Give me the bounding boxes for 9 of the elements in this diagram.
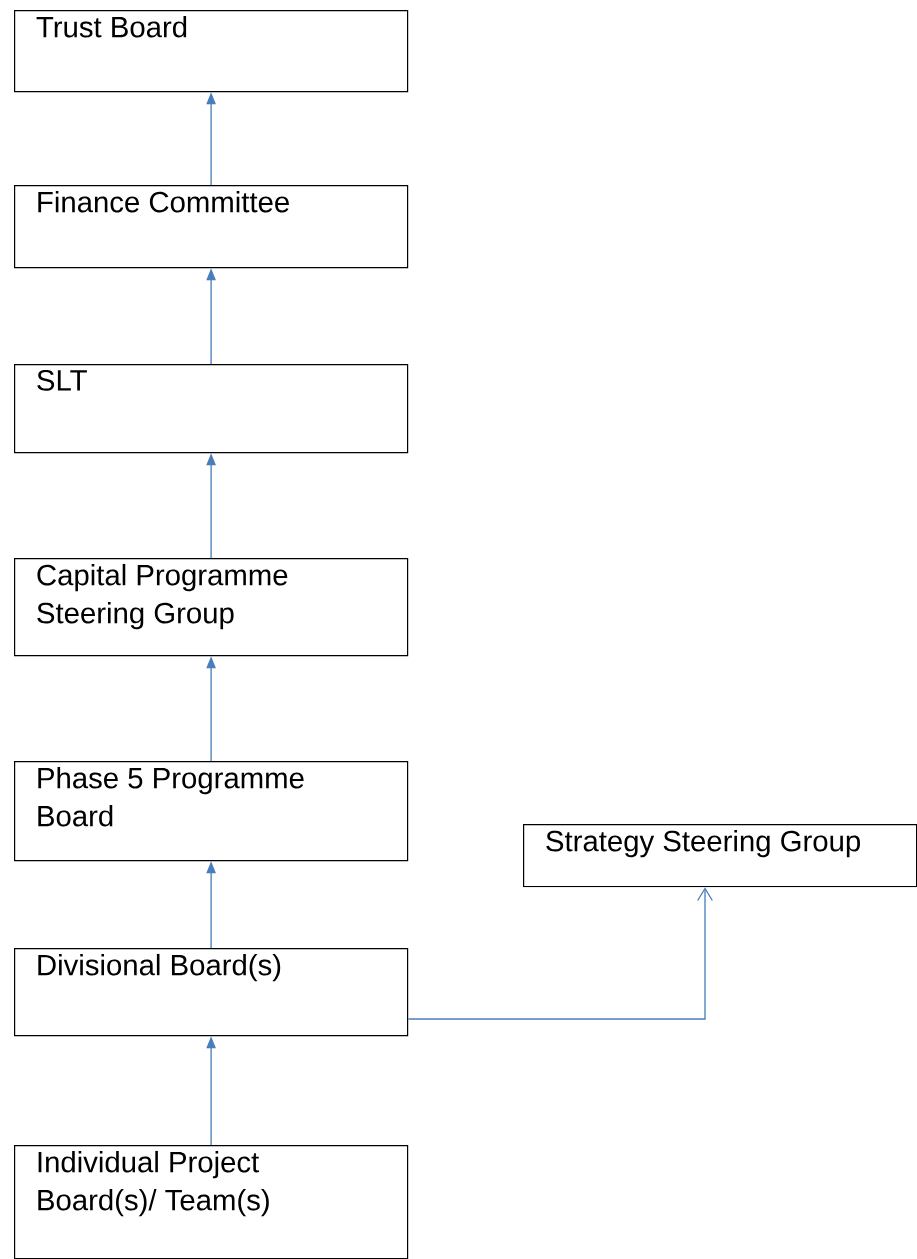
org-box: SLT	[14, 364, 409, 454]
org-box: Finance Committee	[14, 185, 409, 269]
arrow	[407, 887, 713, 1020]
org-box: Individual Project Board(s)/ Team(s)	[14, 1145, 409, 1259]
org-box: Capital Programme Steering Group	[14, 558, 409, 657]
org-box: Phase 5 Programme Board	[14, 761, 409, 862]
org-box: Divisional Board(s)	[14, 948, 409, 1037]
org-box: Trust Board	[14, 10, 409, 93]
org-box: Strategy Steering Group	[523, 824, 917, 888]
